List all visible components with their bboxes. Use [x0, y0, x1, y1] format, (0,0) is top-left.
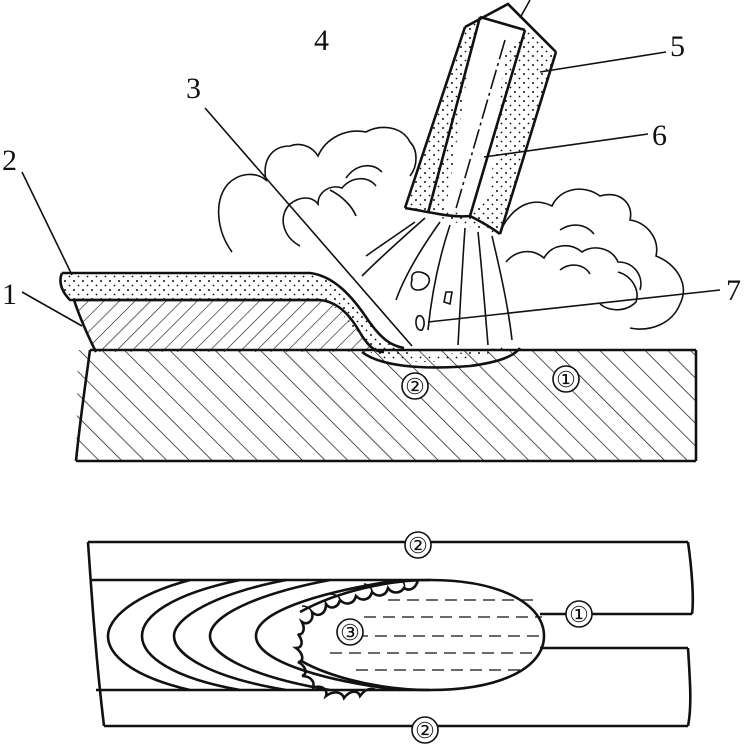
svg-text:②: ② [408, 533, 428, 558]
svg-text:①: ① [556, 367, 576, 392]
weld-pool [361, 347, 522, 369]
leader-lines [21, 0, 721, 347]
svg-text:③: ③ [340, 620, 360, 645]
droplets [410, 271, 453, 331]
zone-marker-2-bottom: ② [411, 716, 439, 744]
callout-5: 5 [670, 30, 685, 63]
zone-marker-1-top: ① [565, 600, 593, 628]
zone-marker-2-top: ② [404, 531, 432, 559]
base-metal [74, 348, 698, 463]
top-plate-outline [86, 540, 695, 728]
smoke-cloud-right [499, 188, 685, 330]
slag-layer [59, 271, 513, 362]
molten-pool [299, 578, 546, 692]
arc-flow-lines [361, 217, 513, 346]
crystal-front [292, 579, 420, 701]
callout-3: 3 [186, 72, 201, 105]
callout-6: 6 [652, 119, 667, 152]
top-view: ② ① ③ ② [86, 531, 695, 744]
svg-text:①: ① [569, 602, 589, 627]
svg-text:②: ② [405, 374, 425, 399]
zone-marker-3-top: ③ [336, 618, 364, 646]
callout-7: 7 [726, 274, 741, 307]
callout-1: 1 [2, 278, 17, 311]
callout-4: 4 [314, 24, 329, 57]
zone-marker-1-side: ① [552, 365, 580, 393]
svg-text:②: ② [415, 718, 435, 743]
electrode [403, 2, 558, 236]
bead-ripples [106, 578, 401, 692]
zone-marker-2-side: ② [401, 372, 429, 400]
smoke-cloud-left [217, 126, 417, 253]
callout-2: 2 [2, 144, 17, 177]
side-view: 1 2 3 4 5 6 7 ② ① [2, 0, 741, 463]
